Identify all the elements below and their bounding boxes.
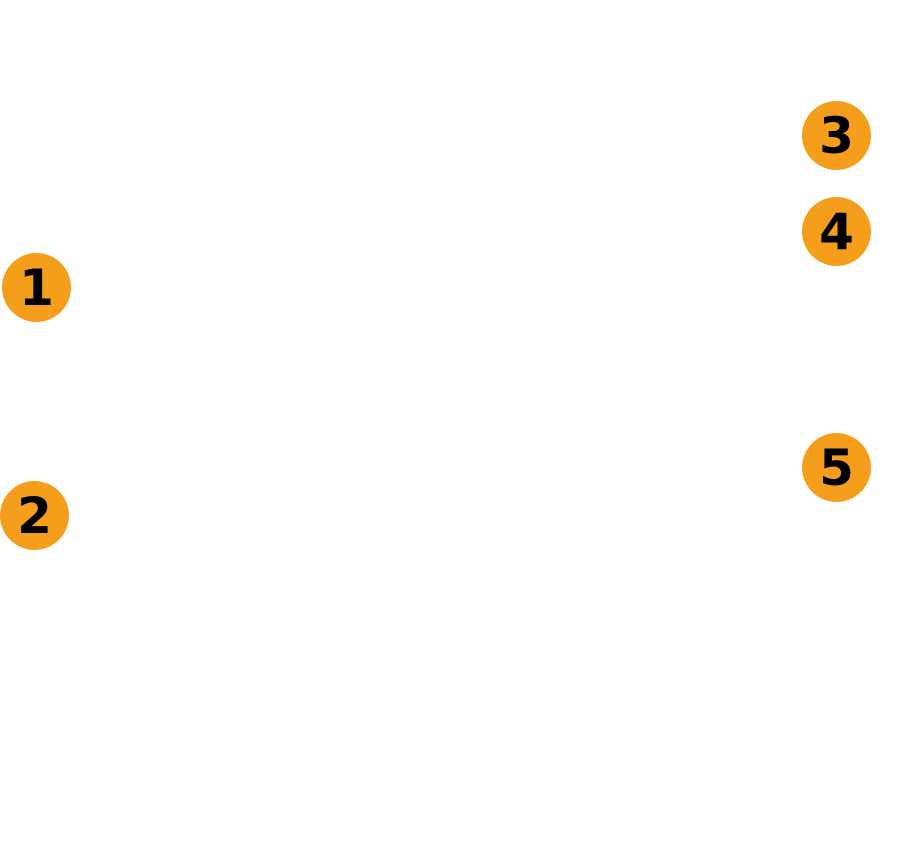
callout-number: 4 [819,202,854,261]
callout-number: 3 [819,106,854,165]
callout-number: 5 [819,438,854,497]
callout-marker-4: 4 [802,197,871,266]
callout-number: 2 [17,486,52,545]
callout-number: 1 [19,258,54,317]
callout-marker-5: 5 [802,433,871,502]
callout-marker-3: 3 [802,101,871,170]
callout-marker-2: 2 [0,481,69,550]
callout-marker-1: 1 [2,253,71,322]
